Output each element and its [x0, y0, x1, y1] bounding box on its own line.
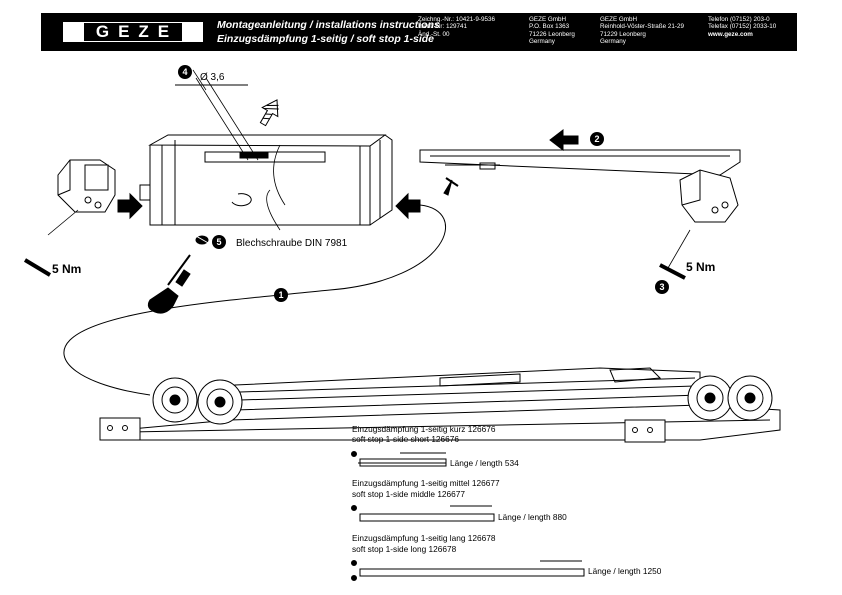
ident-number: Ident.-Nr: 129741	[418, 23, 468, 31]
variant-middle-length: Länge / length 880	[498, 512, 567, 522]
soft-stop-unit	[419, 128, 741, 176]
header-bar: GEZE Montageanleitung / installations in…	[41, 13, 797, 51]
fax: Telefax (07152) 2033-10	[708, 23, 777, 31]
variant-long-length: Länge / length 1250	[588, 566, 662, 576]
step-badge-1: 1	[274, 288, 288, 302]
left-end-bracket	[23, 159, 116, 277]
screw-icon	[443, 177, 459, 196]
title-line-1: Montageanleitung / installations instruc…	[217, 19, 440, 31]
variant-middle-en: soft stop 1-side middle 126677	[352, 489, 466, 499]
torque-left-label: 5 Nm	[52, 262, 82, 276]
step-badge-2: 2	[590, 132, 604, 146]
lift-arrow-icon	[259, 99, 279, 127]
right-end-bracket	[659, 169, 739, 280]
drawing-number: Zeichng.-Nr.: 10421-9-9536	[418, 16, 496, 23]
rail-profile	[139, 134, 393, 231]
torque-right-label: 5 Nm	[686, 260, 716, 274]
arrow-left-icon	[395, 192, 421, 220]
track-carriage-assembly	[99, 367, 781, 443]
variant-long-en: soft stop 1-side long 126678	[352, 544, 457, 554]
step-badge-5: 5	[212, 235, 226, 249]
cable-path	[63, 204, 446, 396]
drill-diameter-callout	[175, 69, 259, 161]
variant-short-length: Länge / length 534	[450, 458, 519, 468]
step-badge-3: 3	[655, 280, 669, 294]
phone: Telefon (07152) 203-0	[708, 16, 770, 23]
company-address-2: GEZE GmbH Reinhold-Vöster-Straße 21-29 7…	[600, 16, 684, 46]
geze-logo: GEZE	[63, 22, 203, 42]
variant-middle-de: Einzugsdämpfung 1-seitig mittel 126677	[352, 478, 500, 488]
screwdriver-icon	[147, 254, 191, 314]
arrow-right-left-icon	[117, 192, 143, 220]
variant-long-de: Einzugsdämpfung 1-seitig lang 126678	[352, 533, 496, 543]
company-address-1: GEZE GmbH P.O. Box 1363 71226 Leonberg G…	[529, 16, 575, 46]
title-line-2: Einzugsdämpfung 1-seitig / soft stop 1-s…	[217, 33, 435, 45]
drawing-number-block: Zeichng.-Nr.: 10421-9-9536 Ident.-Nr: 12…	[418, 16, 495, 38]
sheet-metal-screw-icon	[195, 235, 211, 245]
drill-diameter-label: Ø 3,6	[200, 72, 225, 83]
contact-block: Telefon (07152) 203-0 Telefax (07152) 20…	[708, 16, 776, 38]
website: www.geze.com	[708, 30, 753, 38]
screw-spec-label: Blechschraube DIN 7981	[236, 238, 348, 249]
variant-rail-short	[351, 451, 447, 467]
variant-rail-long	[351, 560, 585, 581]
step-badge-4: 4	[178, 65, 192, 79]
revision: Änd.-St. 00	[418, 30, 450, 38]
variant-rail-middle	[351, 505, 495, 522]
variant-short-de: Einzugsdämpfung 1-seitig kurz 126676	[352, 424, 496, 434]
document-title: Montageanleitung / installations instruc…	[217, 18, 440, 46]
variant-short-en: soft stop 1-side short 126676	[352, 434, 460, 444]
